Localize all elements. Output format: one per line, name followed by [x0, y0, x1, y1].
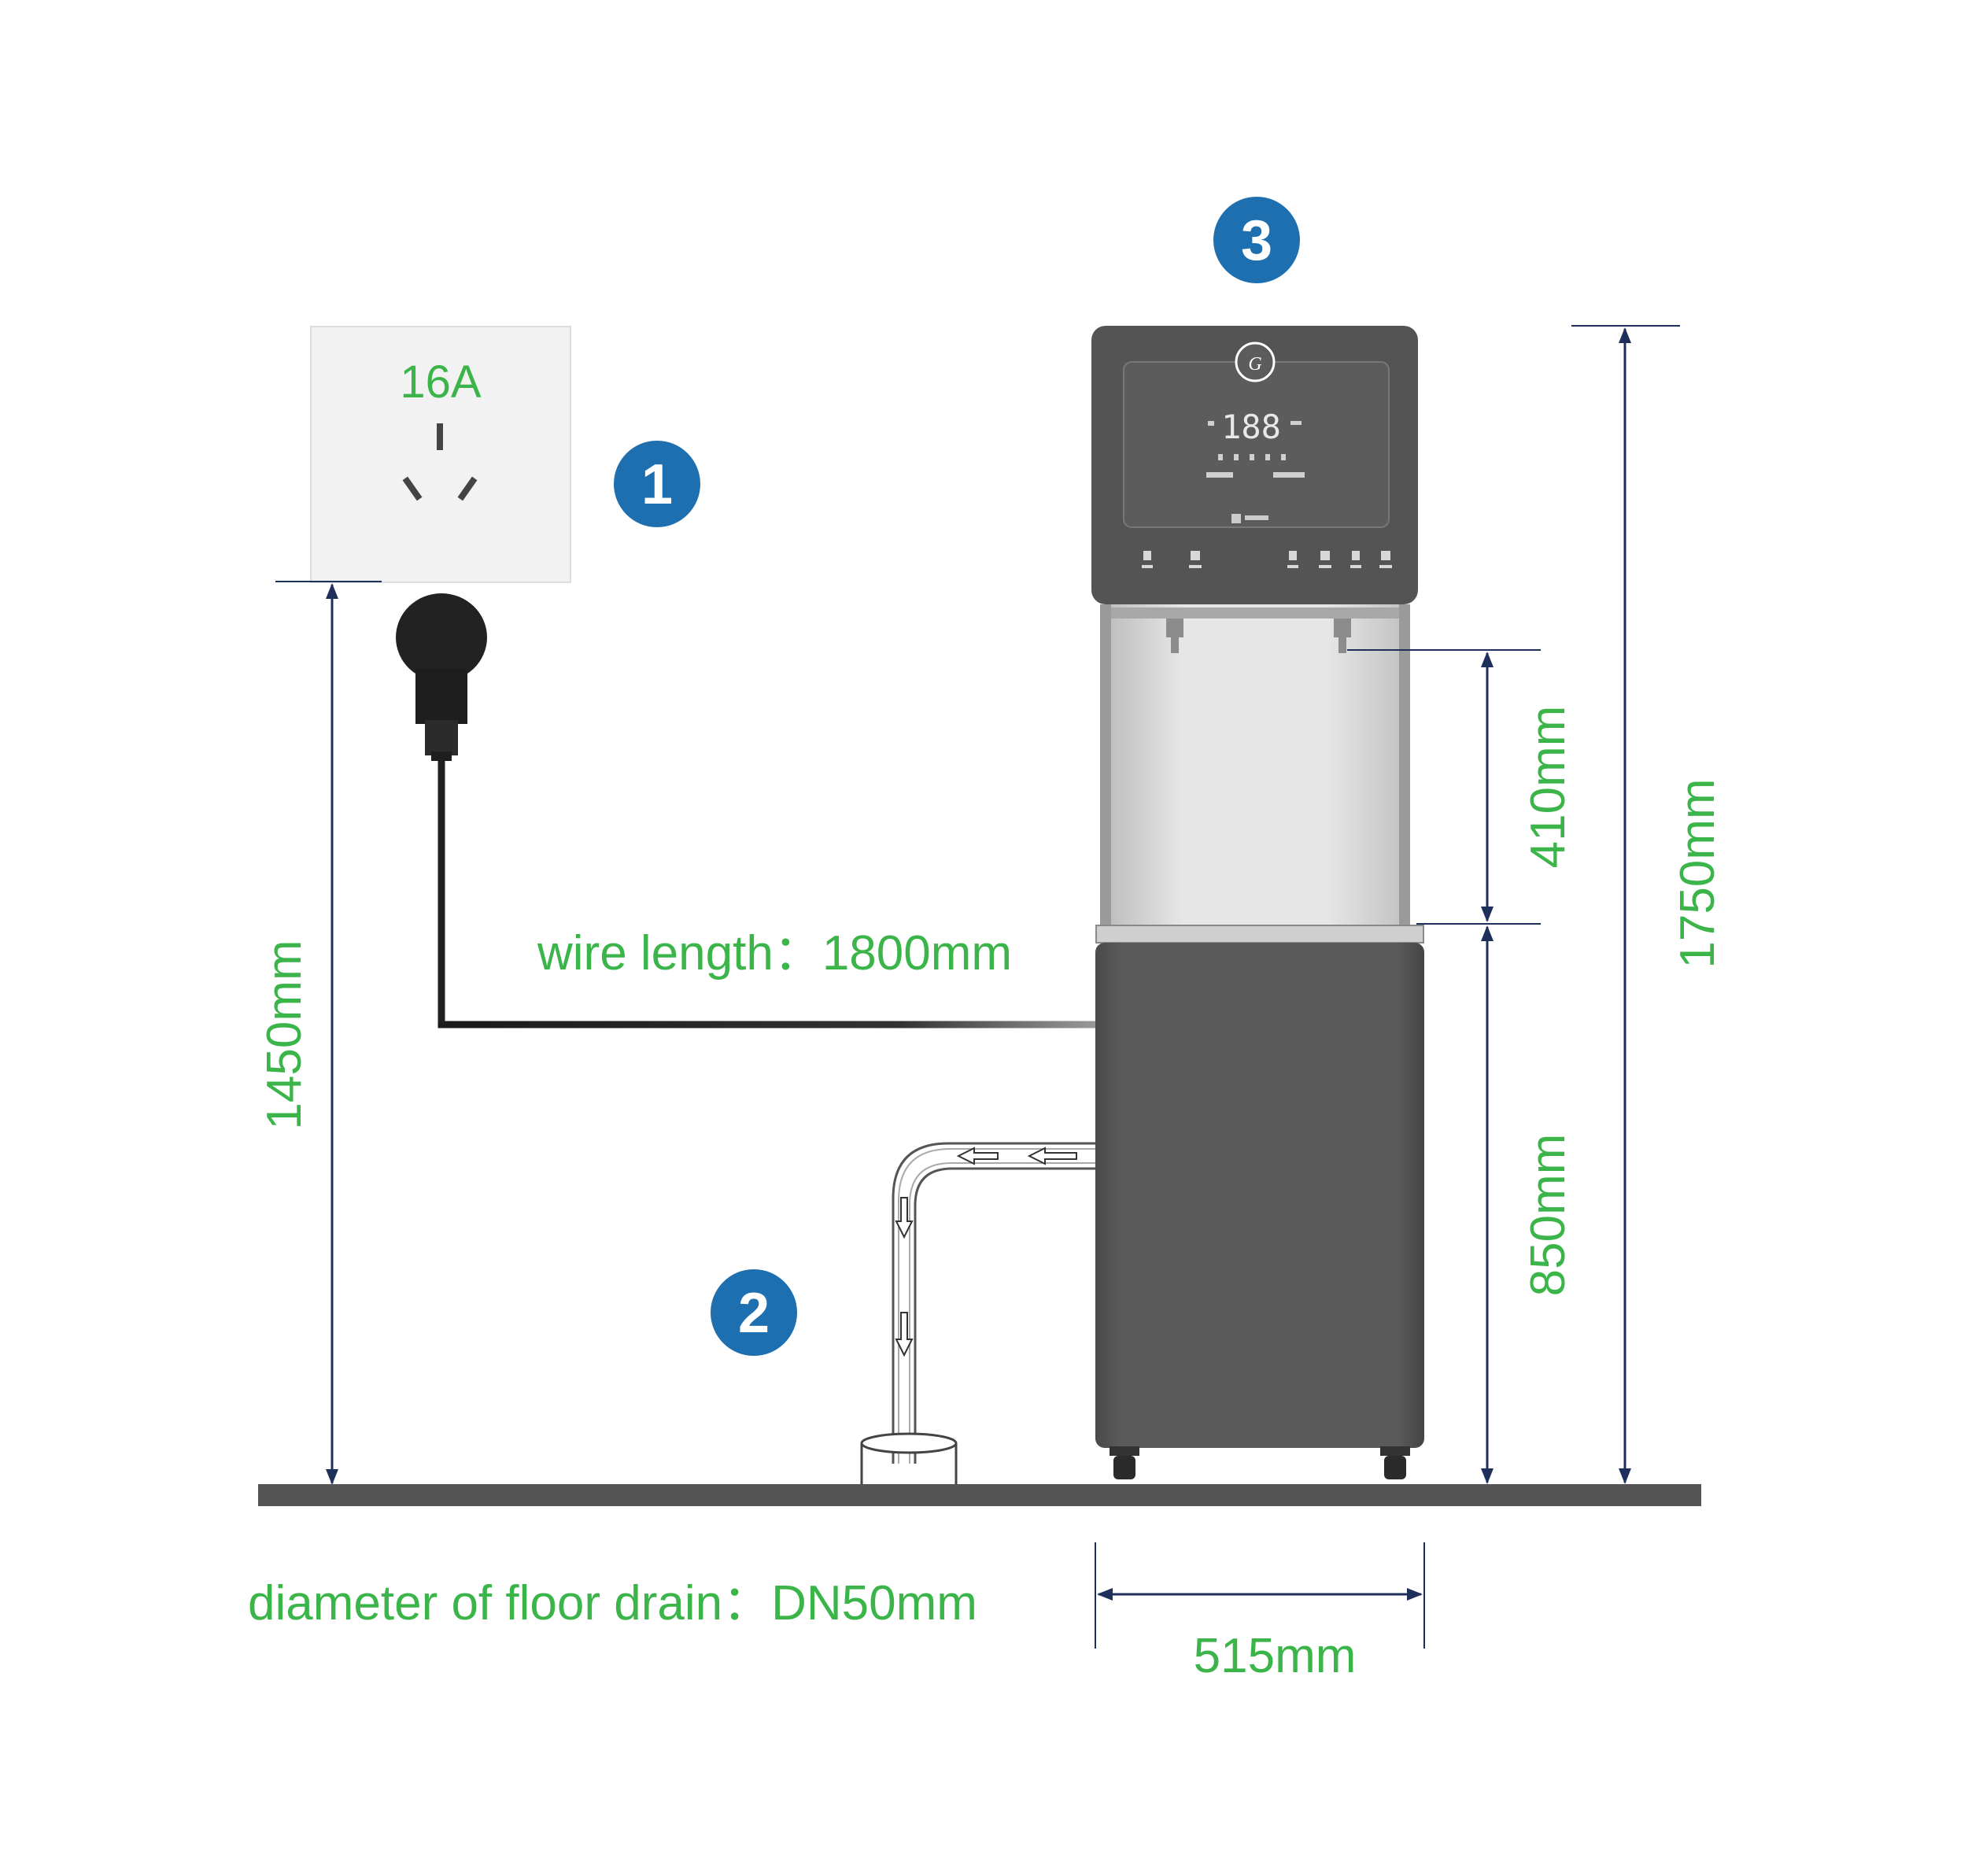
power-cord — [438, 759, 1098, 1028]
faucet-right — [1334, 619, 1351, 653]
badge-2: 2 — [711, 1269, 797, 1356]
power-plug — [396, 593, 487, 761]
socket-hole-right — [457, 476, 478, 501]
badge-3-label: 3 — [1241, 209, 1272, 272]
lower-cabinet — [1095, 943, 1424, 1448]
ge-logo-icon — [1235, 342, 1276, 382]
button-lock[interactable] — [1142, 551, 1153, 568]
wall-socket: 16A — [310, 326, 571, 583]
button-heat[interactable] — [1319, 551, 1331, 568]
total-height-dimension: 1750mm — [1571, 325, 1725, 1484]
socket-hole-left — [402, 476, 423, 501]
counter-height-label: 850mm — [1521, 1134, 1575, 1297]
counter-height-dimension: 850mm — [1481, 925, 1575, 1484]
badge-2-label: 2 — [738, 1282, 770, 1345]
wire-length-label: wire length：1800mm — [537, 926, 1012, 980]
drip-tray — [1095, 925, 1424, 944]
water-dispenser: G 188 — [1091, 326, 1424, 1479]
badge-1-label: 1 — [641, 453, 673, 516]
socket-hole-top — [437, 423, 443, 450]
socket-height-label: 1450mm — [257, 940, 312, 1129]
button-water-drop[interactable] — [1350, 551, 1361, 568]
display-indicators — [1206, 421, 1305, 478]
caster-left — [1110, 1446, 1139, 1479]
button-settings[interactable] — [1379, 551, 1392, 568]
svg-text:G: G — [1248, 354, 1261, 375]
drain-pipe — [892, 1142, 1098, 1464]
flow-arrows — [895, 1147, 1077, 1357]
total-height-label: 1750mm — [1671, 778, 1725, 968]
dispensing-recess — [1110, 604, 1401, 925]
badge-3: 3 — [1213, 197, 1300, 283]
caster-right — [1380, 1446, 1410, 1479]
badge-1: 1 — [614, 441, 700, 527]
socket-height-dimension: 1450mm — [257, 581, 382, 1487]
socket-rating-label: 16A — [400, 356, 482, 408]
temperature-display: 188 — [1221, 408, 1281, 446]
button-child-lock[interactable] — [1287, 551, 1298, 568]
faucet-clearance-label: 410mm — [1521, 706, 1575, 869]
faucet-left — [1166, 619, 1183, 653]
floor-drain-cup — [860, 1432, 958, 1486]
floor — [258, 1484, 1701, 1506]
width-label: 515mm — [1194, 1629, 1357, 1683]
width-dimension: 515mm — [1095, 1542, 1425, 1683]
control-buttons — [1142, 551, 1392, 568]
floor-drain-label: diameter of floor drain：DN50mm — [248, 1576, 977, 1630]
faucet-clearance-dimension: 410mm — [1347, 649, 1575, 925]
button-hot-water[interactable] — [1189, 551, 1202, 568]
